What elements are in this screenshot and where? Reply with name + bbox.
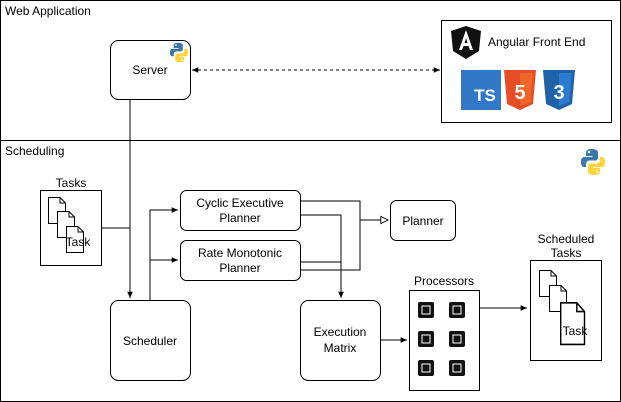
execution-matrix-line2: Matrix bbox=[324, 341, 357, 355]
tasks-title: Tasks bbox=[56, 176, 87, 190]
scheduling-title: Scheduling bbox=[5, 144, 64, 158]
planner-label: Planner bbox=[402, 214, 443, 228]
planner-bracket-edge bbox=[300, 200, 361, 271]
cyclic-planner-line1: Cyclic Executive bbox=[196, 196, 284, 210]
angular-label: Angular Front End bbox=[488, 35, 585, 49]
cpu-chip-icon bbox=[448, 301, 466, 319]
cpu-chip-icon bbox=[417, 330, 435, 348]
typescript-logo-icon: TS bbox=[461, 70, 501, 110]
execution-matrix-node bbox=[300, 300, 381, 381]
processors-title: Processors bbox=[414, 274, 474, 288]
scheduler-label: Scheduler bbox=[123, 334, 177, 348]
cpu-chip-icon bbox=[448, 330, 466, 348]
ts-label: TS bbox=[474, 86, 496, 105]
tasks-doc-label: Task bbox=[66, 235, 92, 249]
scheduled-tasks-line2: Tasks bbox=[551, 246, 582, 260]
cyclic-planner-line2: Planner bbox=[219, 211, 260, 225]
html5-label: 5 bbox=[514, 82, 525, 104]
server-node bbox=[110, 40, 191, 100]
rate-monotonic-planner-node bbox=[180, 240, 301, 281]
scheduled-tasks-line1: Scheduled bbox=[538, 232, 595, 246]
cyclic-to-matrix-edge bbox=[300, 214, 344, 298]
angular-logo-icon bbox=[451, 26, 481, 59]
rate-planner-line2: Planner bbox=[219, 261, 260, 275]
server-label: Server bbox=[132, 63, 167, 77]
cpu-chip-icon bbox=[448, 359, 466, 377]
scheduler-to-cyclic-edge bbox=[149, 207, 178, 300]
web-application-title: Web Application bbox=[5, 4, 91, 18]
scheduled-doc-label: Task bbox=[563, 324, 589, 338]
scheduler-node bbox=[110, 300, 191, 381]
execution-matrix-line1: Execution bbox=[314, 325, 367, 339]
cpu-chip-icon bbox=[417, 359, 435, 377]
rate-planner-line1: Rate Monotonic bbox=[198, 246, 282, 260]
css3-label: 3 bbox=[553, 82, 564, 104]
cyclic-executive-planner-node bbox=[180, 190, 301, 231]
planner-node bbox=[390, 200, 456, 241]
html5-logo-icon: 5 bbox=[504, 70, 536, 110]
cpu-chip-icon bbox=[417, 301, 435, 319]
css3-logo-icon: 3 bbox=[543, 70, 575, 110]
